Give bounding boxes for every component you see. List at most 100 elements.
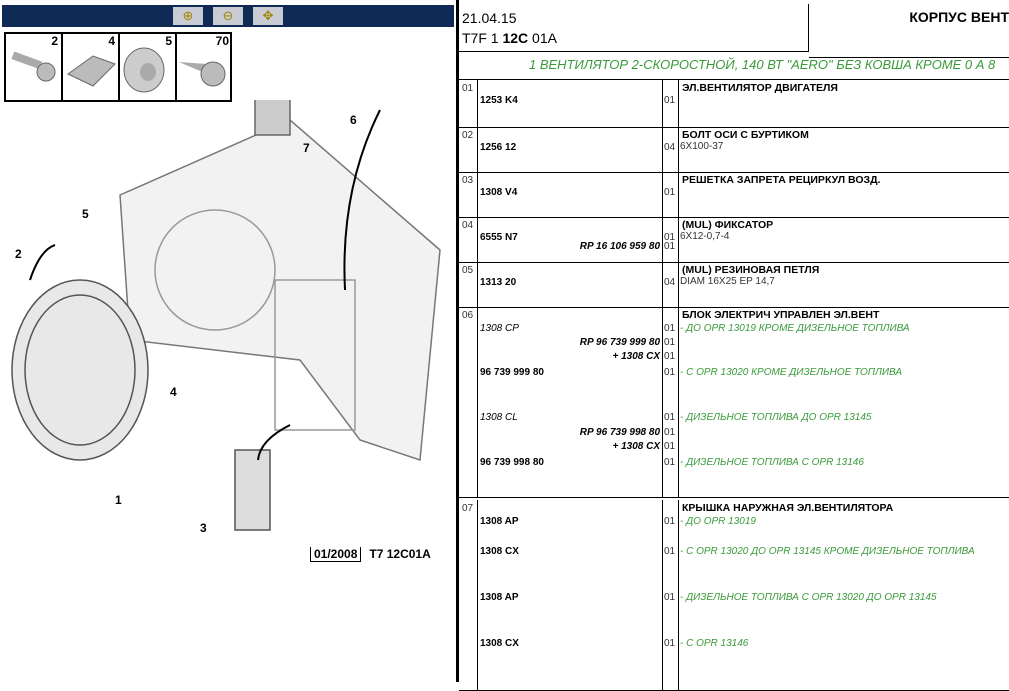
code-part: T7F 1: [462, 30, 503, 46]
part-reference[interactable]: 1308 CP: [480, 323, 519, 334]
callout-2: 2: [15, 247, 22, 261]
quantity: 01: [664, 232, 676, 243]
divider: [678, 217, 679, 262]
diagram-date: 01/2008: [310, 547, 362, 562]
quantity: 04: [664, 142, 676, 153]
replacement-reference: + 1308 CX: [612, 441, 660, 452]
zoom-in-button[interactable]: ⊕: [173, 7, 203, 25]
part-description: (MUL) РЕЗИНОВАЯ ПЕТЛЯ: [682, 264, 820, 276]
quantity: 01: [664, 337, 676, 348]
divider: [477, 80, 478, 127]
part-reference[interactable]: 1253 K4: [480, 95, 518, 106]
part-thumb-clip[interactable]: 4: [63, 34, 120, 100]
part-line: 1313 20 04 DIAM 16X25 EP 14,7: [459, 276, 1009, 291]
parts-table: 21.04.15 T7F 1 12C 01A КОРПУС ВЕНТ 1 ВЕН…: [456, 0, 1009, 691]
part-reference[interactable]: 1308 CX: [480, 546, 519, 557]
part-line: RP 16 106 959 80 01: [459, 241, 1009, 255]
part-spec: DIAM 16X25 EP 14,7: [680, 276, 775, 287]
part-reference[interactable]: 96 739 999 80: [480, 367, 544, 378]
part-thumb-grommet[interactable]: 5: [120, 34, 177, 100]
divider: [477, 217, 478, 262]
part-reference[interactable]: 1256 12: [480, 142, 517, 153]
part-thumb-bolt[interactable]: 2: [6, 34, 63, 100]
part-number: 4: [108, 34, 115, 48]
pan-icon: ✥: [262, 8, 274, 23]
quantity: 01: [664, 592, 676, 603]
part-description: РЕШЕТКА ЗАПРЕТА РЕЦИРКУЛ ВОЗД.: [682, 174, 881, 186]
part-reference[interactable]: 1308 AP: [480, 592, 519, 603]
part-description: БОЛТ ОСИ С БУРТИКОМ: [682, 129, 809, 141]
section-subtitle: 1 ВЕНТИЛЯТОР 2-СКОРОСТНОЙ, 140 ВТ "AERO"…: [459, 52, 1009, 80]
applicability-note: - С OPR 13020 КРОМЕ ДИЗЕЛЬНОЕ ТОПЛИВА: [680, 367, 903, 378]
table-row[interactable]: 05 (MUL) РЕЗИНОВАЯ ПЕТЛЯ 1313 20 04 DIAM 16X…: [459, 262, 1009, 308]
divider: [662, 172, 663, 217]
part-line: RP 96 739 999 80 01: [459, 337, 1009, 351]
quantity: 01: [664, 241, 676, 252]
part-description: БЛОК ЭЛЕКТРИЧ УПРАВЛЕН ЭЛ.ВЕНТ: [682, 309, 880, 321]
callout-1: 1: [115, 493, 122, 507]
quantity: 01: [664, 367, 676, 378]
quantity: 01: [664, 457, 676, 468]
quantity: 01: [664, 516, 676, 527]
parts-legend: 2 4 5 70: [4, 32, 232, 102]
zoom-pan-button[interactable]: ✥: [253, 7, 283, 25]
part-reference[interactable]: 1308 V4: [480, 187, 518, 198]
quantity: 04: [664, 277, 676, 288]
divider: [662, 307, 663, 497]
applicability-note: - ДИЗЕЛЬНОЕ ТОПЛИВА С OPR 13146: [680, 457, 864, 468]
divider: [678, 307, 679, 497]
callout-6: 6: [350, 113, 357, 127]
divider: [477, 500, 478, 690]
callout-7: 7: [303, 141, 310, 155]
part-line: 1308 CX 01 - С OPR 13020 ДО OPR 13145 КРОМ…: [459, 546, 1009, 560]
part-reference[interactable]: 1308 AP: [480, 516, 519, 527]
zoom-out-button[interactable]: ⊖: [213, 7, 243, 25]
part-reference[interactable]: 96 739 998 80: [480, 457, 544, 468]
applicability-note: - С OPR 13020 ДО OPR 13145 КРОМЕ ДИЗЕЛЬН…: [680, 546, 975, 557]
divider: [662, 80, 663, 127]
part-thumb-screw[interactable]: 70: [177, 34, 232, 100]
part-reference[interactable]: 1308 CX: [480, 638, 519, 649]
replacement-reference: RP 96 739 999 80: [579, 337, 660, 348]
quantity: 01: [664, 427, 676, 438]
part-reference[interactable]: 1313 20: [480, 277, 517, 288]
replacement-reference: RP 96 739 998 80: [579, 427, 660, 438]
header-title: КОРПУС ВЕНТ: [809, 4, 1009, 58]
divider: [477, 127, 478, 172]
quantity: 01: [664, 412, 676, 423]
zoom-out-icon: ⊖: [222, 8, 234, 23]
diagram-panel: ⊕ ⊖ ✥ 2 4 5 70 70 6 7 5 2: [0, 0, 456, 682]
replacement-reference: RP 16 106 959 80: [579, 241, 660, 252]
row-index: 05: [462, 265, 474, 276]
header-info: 21.04.15 T7F 1 12C 01A: [459, 4, 809, 52]
divider: [662, 217, 663, 262]
divider: [678, 80, 679, 127]
quantity: 01: [664, 323, 676, 334]
part-line: 96 739 998 80 01 - ДИЗЕЛЬНОЕ ТОПЛИВА С OPR…: [459, 457, 1009, 471]
callout-4: 4: [170, 385, 177, 399]
part-line: 1308 CP 01 - ДО OPR 13019 КРОМЕ ДИЗЕЛЬНОЕ …: [459, 323, 1009, 337]
applicability-note: - ДО OPR 13019 КРОМЕ ДИЗЕЛЬНОЕ ТОПЛИВА: [680, 323, 910, 334]
row-index: 03: [462, 175, 474, 186]
divider: [678, 127, 679, 172]
exploded-view-diagram: 70 6 7 5 2 4 1 3: [11, 100, 441, 535]
part-reference[interactable]: 1308 CL: [480, 412, 518, 423]
row-index: 01: [462, 83, 474, 94]
callout-5: 5: [82, 207, 89, 221]
table-row[interactable]: 03 РЕШЕТКА ЗАПРЕТА РЕЦИРКУЛ ВОЗД. 1308 V4 0…: [459, 172, 1009, 218]
quantity: 01: [664, 351, 676, 362]
quantity: 01: [664, 187, 676, 198]
part-description: (MUL) ФИКСАТОР: [682, 219, 774, 231]
part-reference[interactable]: 6555 N7: [480, 232, 518, 243]
quantity: 01: [664, 546, 676, 557]
